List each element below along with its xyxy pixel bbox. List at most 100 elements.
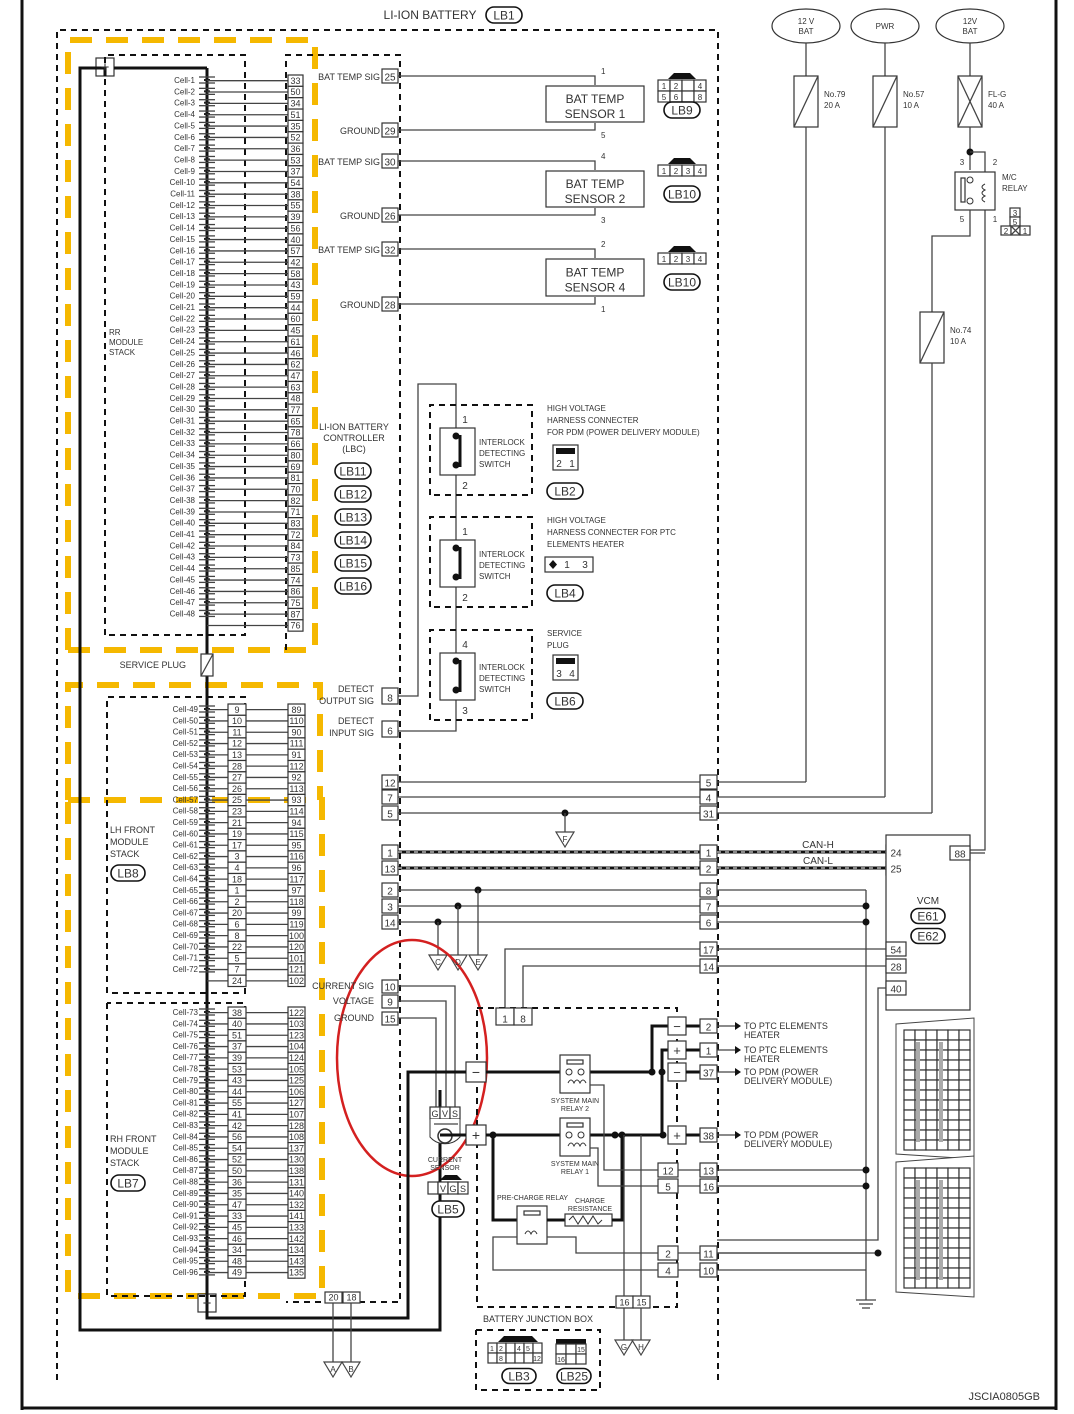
fuse-element: [793, 75, 819, 128]
interlock-description: HIGH VOLTAGE: [547, 404, 606, 413]
connector-cavity: [925, 1237, 938, 1249]
pin-number: 13: [232, 750, 242, 760]
pin-number: 143: [289, 1256, 304, 1266]
ground-icon: [467, 954, 489, 972]
connector-cavity: [532, 1352, 543, 1364]
cell-label: Cell-74: [173, 1019, 199, 1028]
connector-cavity: [925, 1207, 938, 1219]
connector-pin: 4: [569, 669, 575, 680]
cell-plate: [204, 124, 210, 127]
lh-module-label: LH FRONT: [110, 825, 156, 835]
interlock-description: HARNESS CONNECTER FOR PTC: [547, 528, 676, 537]
connector-key: [556, 1339, 586, 1344]
cell-label: Cell-91: [173, 1211, 199, 1220]
pin-number: 1: [706, 849, 712, 860]
pin-number: 20: [232, 908, 242, 918]
cell-label: Cell-33: [170, 439, 196, 448]
cell-label: Cell-50: [173, 716, 199, 725]
relay-bar: [523, 1210, 541, 1216]
pin-number: 31: [703, 810, 715, 821]
cell-plate: [204, 351, 210, 354]
ptc-minus: [650, 1024, 668, 1072]
pin-number: 17: [703, 946, 715, 957]
pin-number: 42: [232, 1121, 242, 1131]
cell-label: Cell-52: [173, 739, 199, 748]
connector-cavity: [958, 1257, 971, 1269]
service-plug-label: SERVICE PLUG: [120, 660, 186, 670]
lbc-connector: [334, 508, 372, 526]
pin-number: 24: [232, 976, 242, 986]
vcm-wire: [717, 987, 886, 1241]
pin-number: 43: [290, 280, 300, 290]
junction-box-outline: [476, 1007, 678, 1308]
ground-letter: H: [638, 1343, 644, 1352]
junction-dot: [611, 1131, 619, 1139]
lbc-connector-label: LB14: [339, 534, 367, 548]
cell-label: Cell-32: [170, 428, 196, 437]
connector-cavity: [903, 1029, 916, 1041]
output-label: DELIVERY MODULE): [744, 1076, 832, 1086]
cell-label: Cell-47: [170, 598, 196, 607]
cell-label: Cell-46: [170, 587, 196, 596]
relay-control-wire: [504, 948, 700, 1010]
connector-cavity: [903, 1049, 916, 1061]
lbc-connector-label: LB15: [339, 557, 367, 571]
pin-number: 46: [232, 1234, 242, 1244]
lb25-connector: [556, 1367, 592, 1385]
pin-number: 10: [384, 983, 396, 994]
connector-pin: 3: [556, 669, 562, 680]
connector-cavity: [958, 1119, 971, 1131]
connector-cavity: [925, 1039, 938, 1051]
fuse-rating: 20 A: [824, 101, 841, 110]
relay-coil: [524, 1230, 538, 1236]
interlock-connector: [546, 482, 584, 500]
pin-number: 11: [232, 727, 241, 737]
cell-label: Cell-51: [173, 728, 199, 737]
connector-key: [668, 246, 696, 252]
cell-plate: [204, 567, 210, 570]
pin-number: 97: [291, 886, 301, 896]
cell-label: Cell-70: [173, 942, 199, 951]
cell-label: Cell-12: [170, 201, 196, 210]
fuse-number: FL-G: [988, 90, 1006, 99]
output-sign: +: [673, 1043, 681, 1058]
connector-cavity: [925, 1167, 938, 1179]
pin-number: 1: [502, 1015, 508, 1026]
pin-number: 17: [232, 840, 242, 850]
sensor-name: SENSOR 2: [565, 192, 626, 206]
connector-cavity: [947, 1099, 960, 1111]
pin-number: 36: [290, 144, 300, 154]
hv-minus-wire: [406, 1070, 466, 1180]
cell-plate: [204, 249, 210, 252]
pin-number: 36: [232, 1177, 242, 1187]
junction-dot: [862, 1166, 870, 1174]
cell-label: Cell-14: [170, 224, 196, 233]
ground-letter: D: [455, 958, 461, 967]
pin-number: 133: [289, 1223, 304, 1233]
cell-label: Cell-66: [173, 897, 199, 906]
interlock-pin: 2: [462, 481, 468, 492]
sensor-signal-wire: [398, 75, 596, 85]
cell-label: Cell-53: [173, 750, 199, 759]
plus-sign: +: [101, 59, 110, 76]
power-source-label: PWR: [876, 22, 895, 31]
pin-number: 38: [232, 1008, 242, 1018]
lbc-connector-label: LB16: [339, 580, 367, 594]
relay-label: SYSTEM MAIN: [551, 1161, 599, 1168]
pin-number: 95: [291, 840, 301, 850]
interlock-description: HARNESS CONNECTER: [547, 416, 639, 425]
relay-contact: [577, 1068, 585, 1076]
arrow-icon: [735, 1131, 741, 1139]
cell-label: Cell-76: [173, 1042, 199, 1051]
pin-number: 6: [234, 920, 239, 930]
cell-plate: [204, 442, 210, 445]
connector-cavity: [925, 1079, 938, 1091]
power-source-label: 12 V: [798, 17, 815, 26]
pin-number: 24: [890, 849, 902, 860]
pin-number: 16: [619, 1298, 629, 1308]
cell-label: Cell-6: [174, 133, 195, 142]
connector-cavity: [925, 1267, 938, 1279]
pin-number: 42: [290, 257, 300, 267]
connector-cavity: [925, 1247, 938, 1259]
connector-pin: 3: [582, 560, 588, 571]
